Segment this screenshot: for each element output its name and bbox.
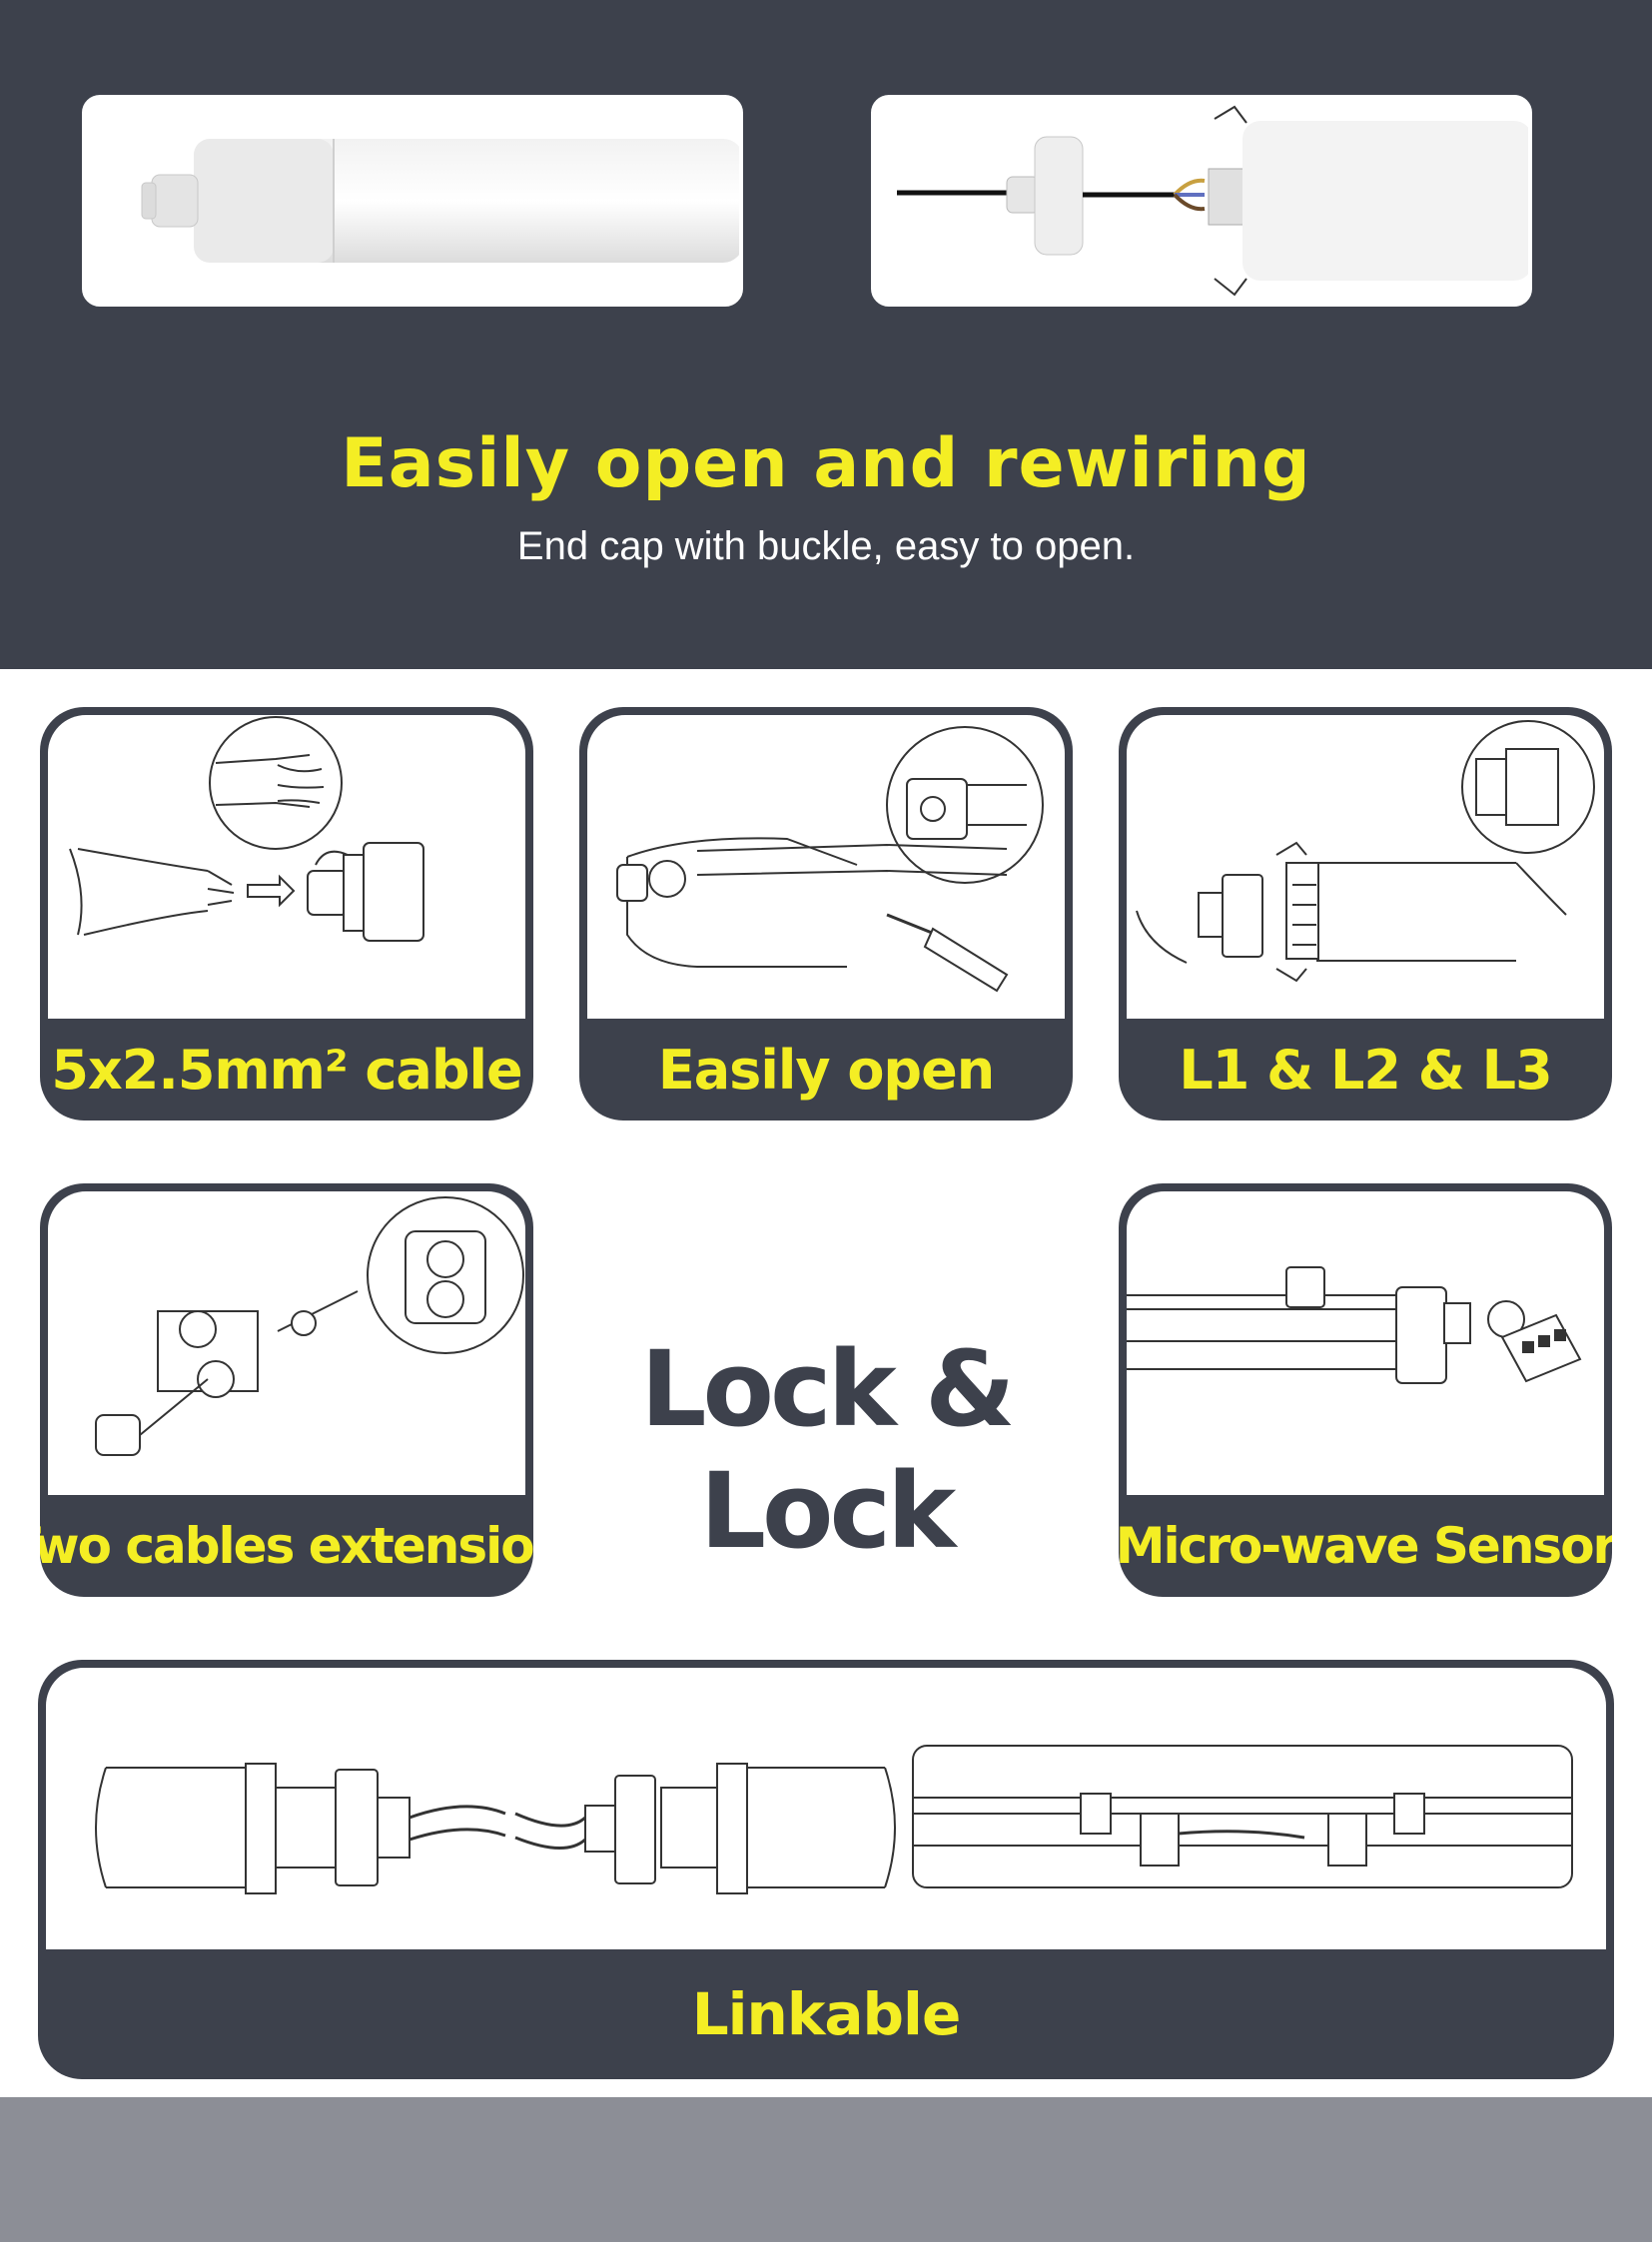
end-cap-photo	[82, 95, 743, 307]
feature-label-sensor: Micro-wave Sensor	[1119, 1517, 1612, 1575]
screwdriver-illustration	[587, 715, 1065, 1019]
feature-card-two-cables: Two cables extension	[40, 1183, 533, 1597]
wired-end-cap-photo	[871, 95, 1532, 307]
feature-card-sensor: Micro-wave Sensor	[1119, 1183, 1612, 1597]
microwave-sensor-illustration	[1127, 1191, 1604, 1495]
feature-label-easily-open: Easily open	[657, 1038, 995, 1102]
feature-card-phases: L1 & L2 & L3	[1119, 707, 1612, 1121]
cable-gland-illustration	[48, 715, 525, 1019]
hero-band: Easily open and rewiring End cap with bu…	[0, 0, 1652, 669]
hero-subtitle: End cap with buckle, easy to open.	[516, 524, 1136, 568]
feature-label-cable: 5x2.5mm² cable	[51, 1038, 522, 1102]
footer-band	[0, 2097, 1652, 2242]
lock-and-lock-title: Lock & Lock	[640, 1328, 1015, 1572]
linked-fixtures-illustration	[46, 1668, 1606, 1949]
feature-card-easily-open: Easily open	[579, 707, 1073, 1121]
terminal-block-illustration	[1127, 715, 1604, 1019]
twin-gland-illustration	[48, 1191, 525, 1495]
feature-card-cable: 5x2.5mm² cable	[40, 707, 533, 1121]
feature-label-phases: L1 & L2 & L3	[1179, 1038, 1552, 1102]
feature-card-linkable: Linkable	[38, 1660, 1614, 2079]
hero-title: Easily open and rewiring	[341, 424, 1311, 503]
feature-label-linkable: Linkable	[691, 1980, 962, 2048]
feature-label-two-cables: Two cables extension	[40, 1517, 533, 1575]
